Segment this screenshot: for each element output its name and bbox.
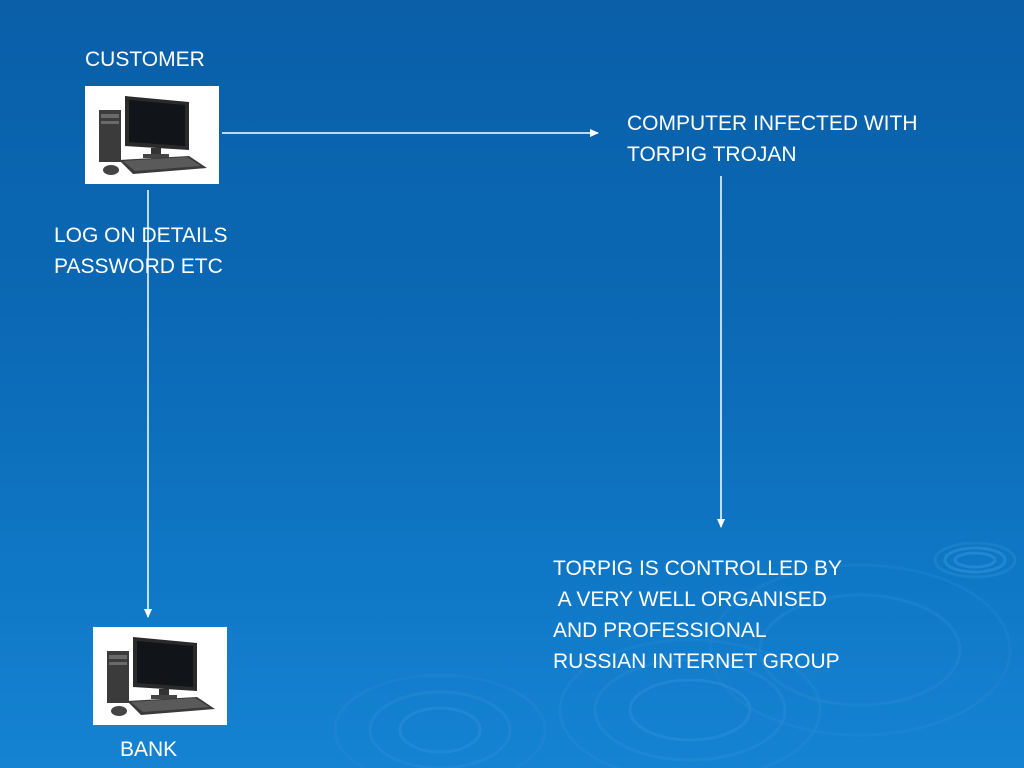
controlled-label-line-3: AND PROFESSIONAL [553, 619, 767, 642]
bank-computer-icon [93, 627, 227, 725]
bank-label: BANK [120, 738, 178, 761]
customer-label: CUSTOMER [85, 48, 205, 71]
controlled-label-line-4: RUSSIAN INTERNET GROUP [553, 650, 840, 673]
controlled-label-line-1: TORPIG IS CONTROLLED BY [553, 557, 843, 580]
infected-label-line-1: COMPUTER INFECTED WITH [627, 112, 918, 135]
infected-label-line-2: TORPIG TROJAN [627, 143, 797, 166]
logon-label-line-2: PASSWORD ETC [54, 255, 223, 278]
controlled-label-line-2: A VERY WELL ORGANISED [553, 588, 827, 611]
customer-computer-icon [85, 86, 219, 184]
logon-label-line-1: LOG ON DETAILS [54, 224, 228, 247]
